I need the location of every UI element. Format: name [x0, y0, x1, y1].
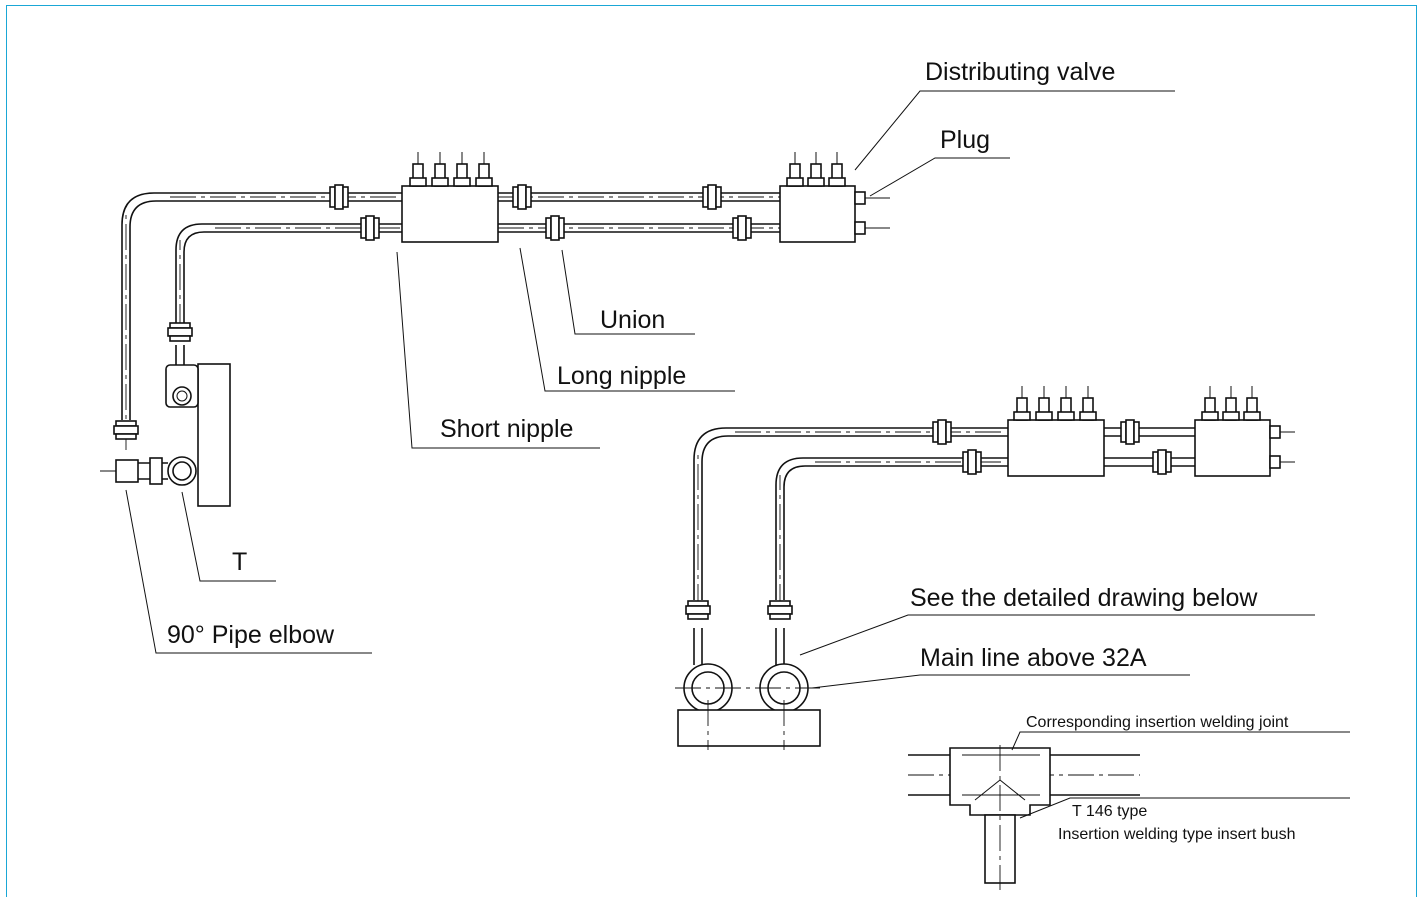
insertion-welding-detail [908, 745, 1140, 890]
diagram-frame [6, 5, 1417, 897]
lower-assembly [675, 385, 1295, 750]
label-long-nipple: Long nipple [557, 362, 686, 390]
label-pipe-elbow: 90° Pipe elbow [167, 621, 335, 649]
label-welding-joint: Corresponding insertion welding joint [1026, 714, 1289, 731]
distributing-valve-block-2 [779, 185, 856, 243]
label-short-nipple: Short nipple [440, 415, 573, 443]
main-line-block [197, 363, 231, 507]
main-line-header [677, 709, 821, 747]
label-main-line: Main line above 32A [920, 644, 1147, 672]
label-tee: T [232, 548, 247, 576]
label-distributing-valve: Distributing valve [925, 58, 1115, 86]
distributing-valve-block-1 [401, 185, 499, 243]
tee-fitting [167, 456, 197, 486]
label-plug: Plug [940, 126, 990, 154]
leader-lines [125, 90, 1350, 819]
label-see-detail: See the detailed drawing below [910, 584, 1258, 612]
lower-distributing-valve-block-2 [1194, 419, 1271, 477]
plug-1 [854, 191, 866, 205]
label-union: Union [600, 306, 665, 334]
label-t146-type: T 146 type [1072, 803, 1147, 820]
pipe-elbow [115, 459, 139, 483]
plug-2 [854, 221, 866, 235]
upper-assembly [100, 151, 890, 507]
lower-distributing-valve-block-1 [1007, 419, 1105, 477]
label-insert-bush: Insertion welding type insert bush [1058, 826, 1295, 843]
